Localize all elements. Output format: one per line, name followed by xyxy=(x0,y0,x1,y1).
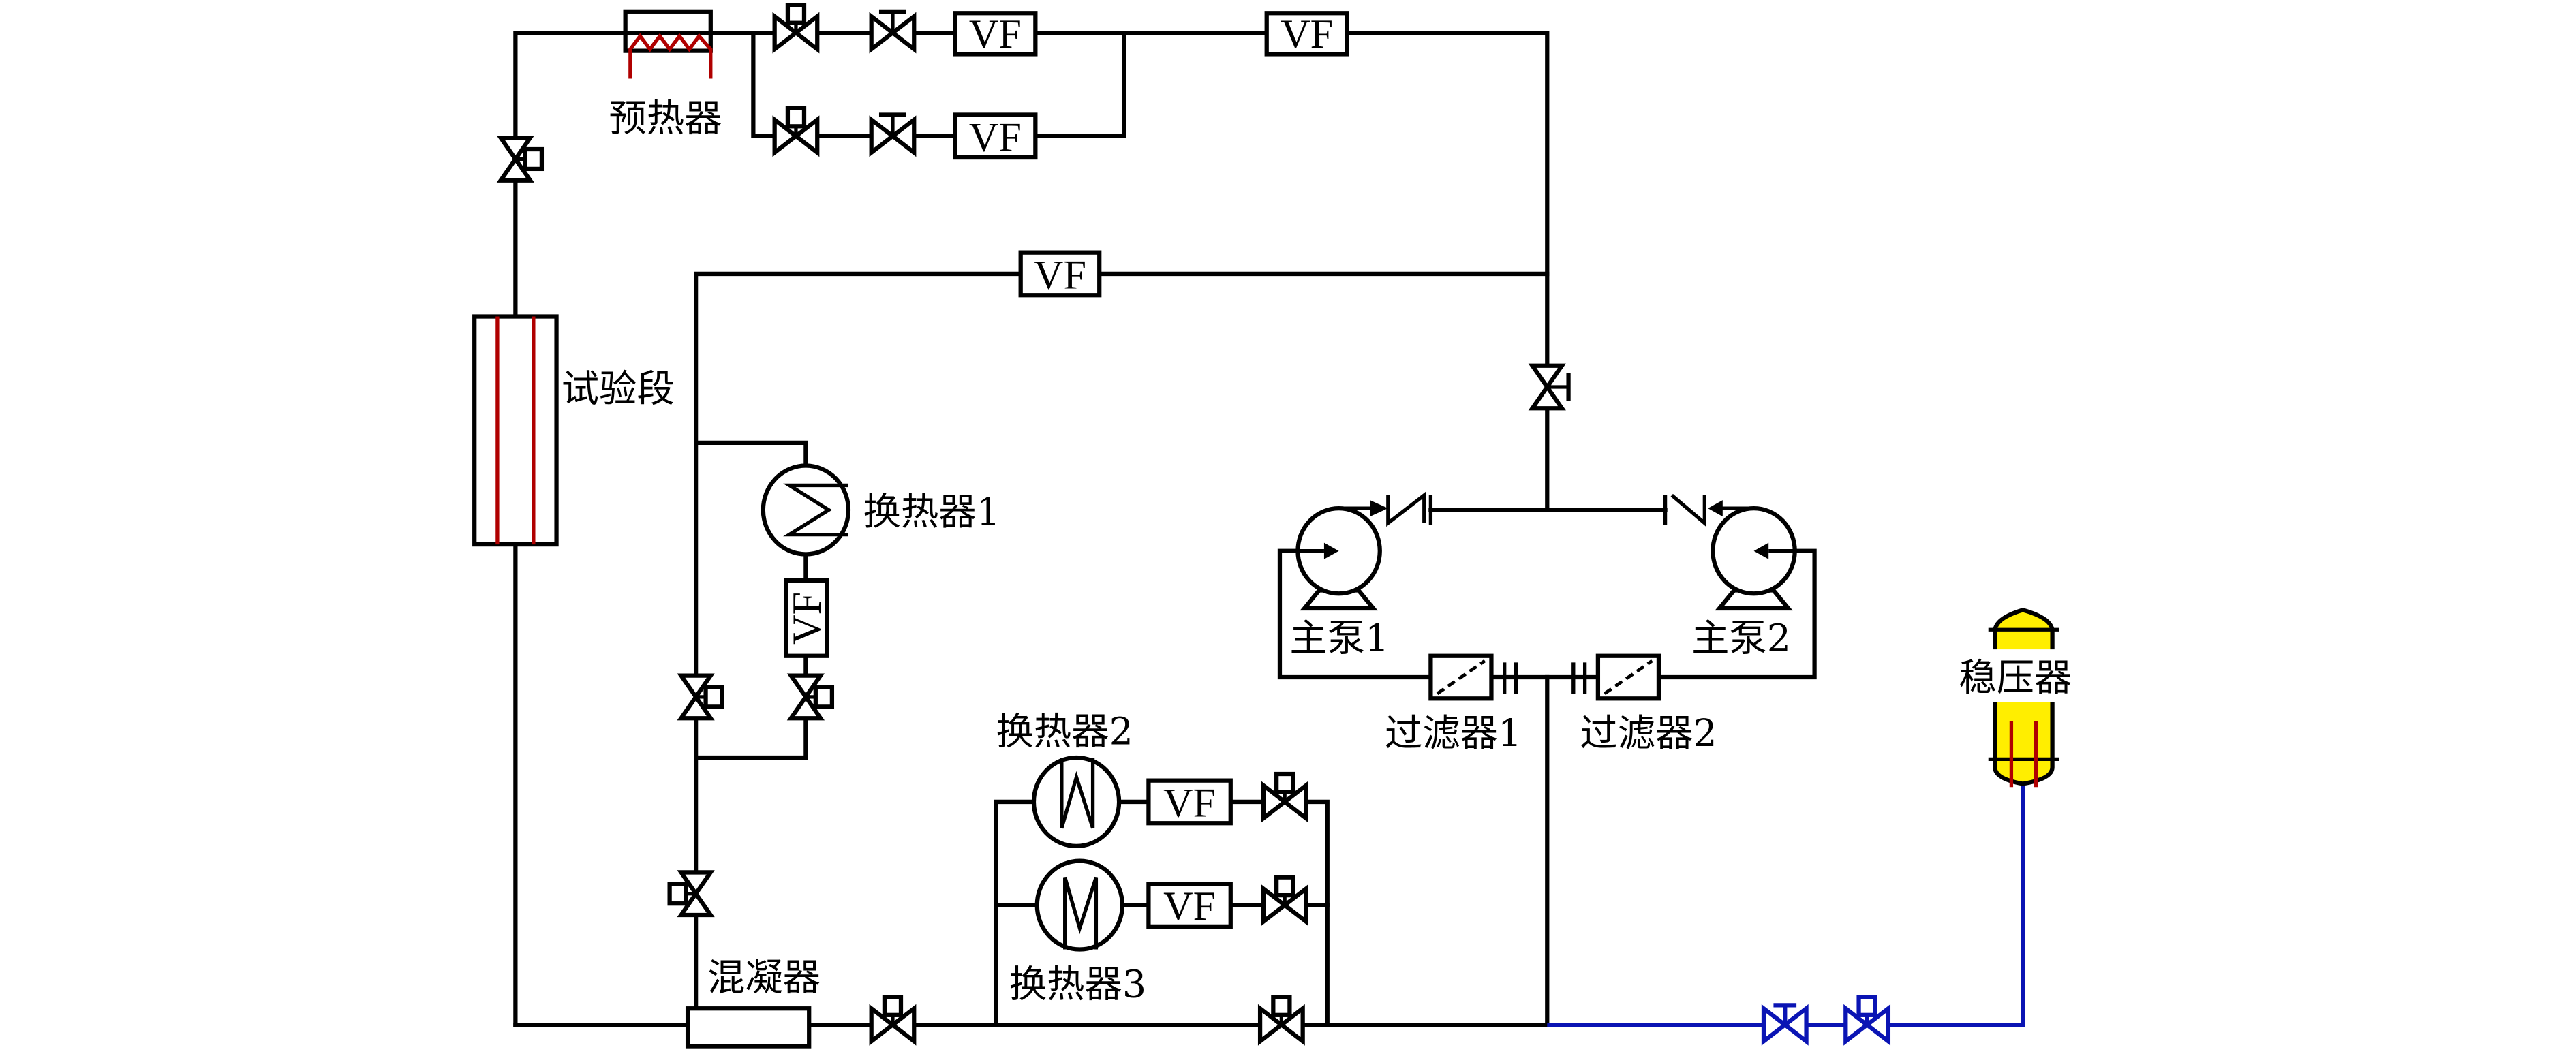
valve-actuator-icon xyxy=(882,995,904,1017)
heat-exchanger-3-label: 换热器3 xyxy=(1009,963,1146,1006)
valve-actuator-icon xyxy=(785,106,807,129)
solenoid-valve-lower-branch[interactable] xyxy=(775,106,818,153)
svg-text:VF: VF xyxy=(1034,253,1086,298)
flow-arrow-icon xyxy=(1708,500,1723,517)
solenoid-valve-hx1[interactable] xyxy=(791,676,835,719)
main-pump-1-label: 主泵1 xyxy=(1289,617,1389,661)
heat-exchanger-icon xyxy=(1034,858,1125,952)
pipe-makeup-riser xyxy=(1888,780,2025,1027)
solenoid-valve-mixer-feed[interactable] xyxy=(667,872,711,915)
main-pump-1[interactable]: 主泵1 xyxy=(1279,500,1389,661)
filter-1[interactable]: 过滤器1 xyxy=(1385,653,1522,756)
svg-text:VF: VF xyxy=(784,592,830,645)
solenoid-valve-upper-branch[interactable] xyxy=(775,3,818,49)
flowmeter-top-lower[interactable]: VF xyxy=(953,112,1038,160)
svg-text:VF: VF xyxy=(1163,884,1216,929)
solenoid-valve-hx3[interactable] xyxy=(1263,875,1306,922)
valve-actuator-icon xyxy=(523,146,545,172)
heat-exchanger-icon xyxy=(1031,755,1122,849)
heat-exchanger-1[interactable]: 换热器1 xyxy=(761,463,1000,557)
main-pipes xyxy=(513,31,2025,1027)
flow-arrow-icon xyxy=(1370,500,1388,517)
pipe-hx-branch-right xyxy=(1304,799,1330,1027)
solenoid-valve-makeup[interactable] xyxy=(1845,995,1888,1041)
heat-exchanger-2[interactable]: 换热器2 xyxy=(996,711,1133,849)
check-valve-pump-1 xyxy=(1386,491,1433,527)
valve-actuator-icon xyxy=(703,685,724,709)
condenser-label: 混凝器 xyxy=(707,957,821,1000)
pipe-left-riser xyxy=(513,31,628,1027)
solenoid-valve-left-riser[interactable] xyxy=(501,138,545,181)
manual-valve-lower-branch[interactable] xyxy=(872,112,915,152)
valve-actuator-icon xyxy=(1274,875,1295,898)
flowmeter-hx3[interactable]: VF xyxy=(1146,882,1233,929)
preheater-heating-element-icon xyxy=(628,33,713,79)
coil-icon xyxy=(1060,757,1095,829)
filter-1-label: 过滤器1 xyxy=(1385,712,1522,756)
condenser[interactable]: 混凝器 xyxy=(685,957,821,1049)
flowmeter-hx2[interactable]: VF xyxy=(1146,778,1233,826)
flowmeter-hx1[interactable]: VF xyxy=(784,578,830,658)
manual-valve-makeup[interactable] xyxy=(1764,1003,1807,1041)
valve-actuator-icon xyxy=(813,685,835,709)
valve-actuator-icon xyxy=(1856,995,1877,1017)
flow-arrow-icon xyxy=(1323,542,1339,559)
svg-text:VF: VF xyxy=(969,114,1022,160)
pressurizer[interactable]: 稳压器 xyxy=(1957,608,2096,788)
filter-2[interactable]: 过滤器2 xyxy=(1571,653,1717,756)
pipe-branch-lower xyxy=(751,31,776,138)
pipe-hx1-return xyxy=(694,716,808,760)
heat-exchanger-2-label: 换热器2 xyxy=(996,711,1133,754)
condenser-body xyxy=(685,1006,812,1049)
test-section[interactable]: 试验段 xyxy=(472,314,675,547)
svg-text:VF: VF xyxy=(969,12,1022,57)
pipe-hx-branch-left xyxy=(994,799,1037,1027)
check-valve-icon xyxy=(1386,491,1426,527)
manual-valve-upper-branch[interactable] xyxy=(872,9,915,49)
solenoid-valve-hx2[interactable] xyxy=(1263,771,1306,818)
main-pump-2-label: 主泵2 xyxy=(1691,617,1791,661)
svg-text:VF: VF xyxy=(1281,12,1333,57)
solenoid-valve-mixer-out[interactable] xyxy=(872,995,915,1041)
solenoid-valve-hx-bypass[interactable] xyxy=(1260,995,1303,1041)
coil-icon xyxy=(783,483,848,537)
valve-actuator-icon xyxy=(1271,995,1292,1017)
valve-actuator-icon xyxy=(1274,771,1295,794)
preheater[interactable]: 预热器 xyxy=(609,9,722,141)
flowmeter-bypass[interactable]: VF xyxy=(1018,250,1102,298)
flow-arrow-icon xyxy=(1753,542,1769,559)
coil-icon xyxy=(1063,876,1099,950)
valve-actuator-icon xyxy=(785,3,807,25)
test-section-label: 试验段 xyxy=(562,368,675,411)
pipe-hx1-in xyxy=(694,440,808,470)
heat-exchanger-1-label: 换热器1 xyxy=(863,491,1000,534)
solenoid-valve-bypass-vertical[interactable] xyxy=(681,676,724,719)
flowmeter-top-main[interactable]: VF xyxy=(1264,11,1349,57)
pipe-top-right xyxy=(1345,31,1550,370)
svg-text:VF: VF xyxy=(1163,781,1216,826)
flowmeter-top-upper[interactable]: VF xyxy=(953,11,1038,57)
main-pump-2[interactable]: 主泵2 xyxy=(1691,500,1815,661)
heat-exchanger-icon xyxy=(761,463,851,557)
filter-2-label: 过滤器2 xyxy=(1580,712,1717,756)
check-valve-icon xyxy=(1670,493,1706,527)
pressurizer-label: 稳压器 xyxy=(1959,656,2072,700)
preheater-label: 预热器 xyxy=(609,97,722,141)
pipe-bypass-left xyxy=(694,271,1023,678)
manual-valve-right-riser[interactable] xyxy=(1533,366,1571,409)
check-valve-pump-2 xyxy=(1663,493,1706,527)
test-section-body xyxy=(472,314,559,547)
pipe-lower-return xyxy=(1033,31,1126,138)
heat-exchanger-3[interactable]: 换热器3 xyxy=(1009,858,1146,1007)
valve-actuator-icon xyxy=(667,882,688,906)
